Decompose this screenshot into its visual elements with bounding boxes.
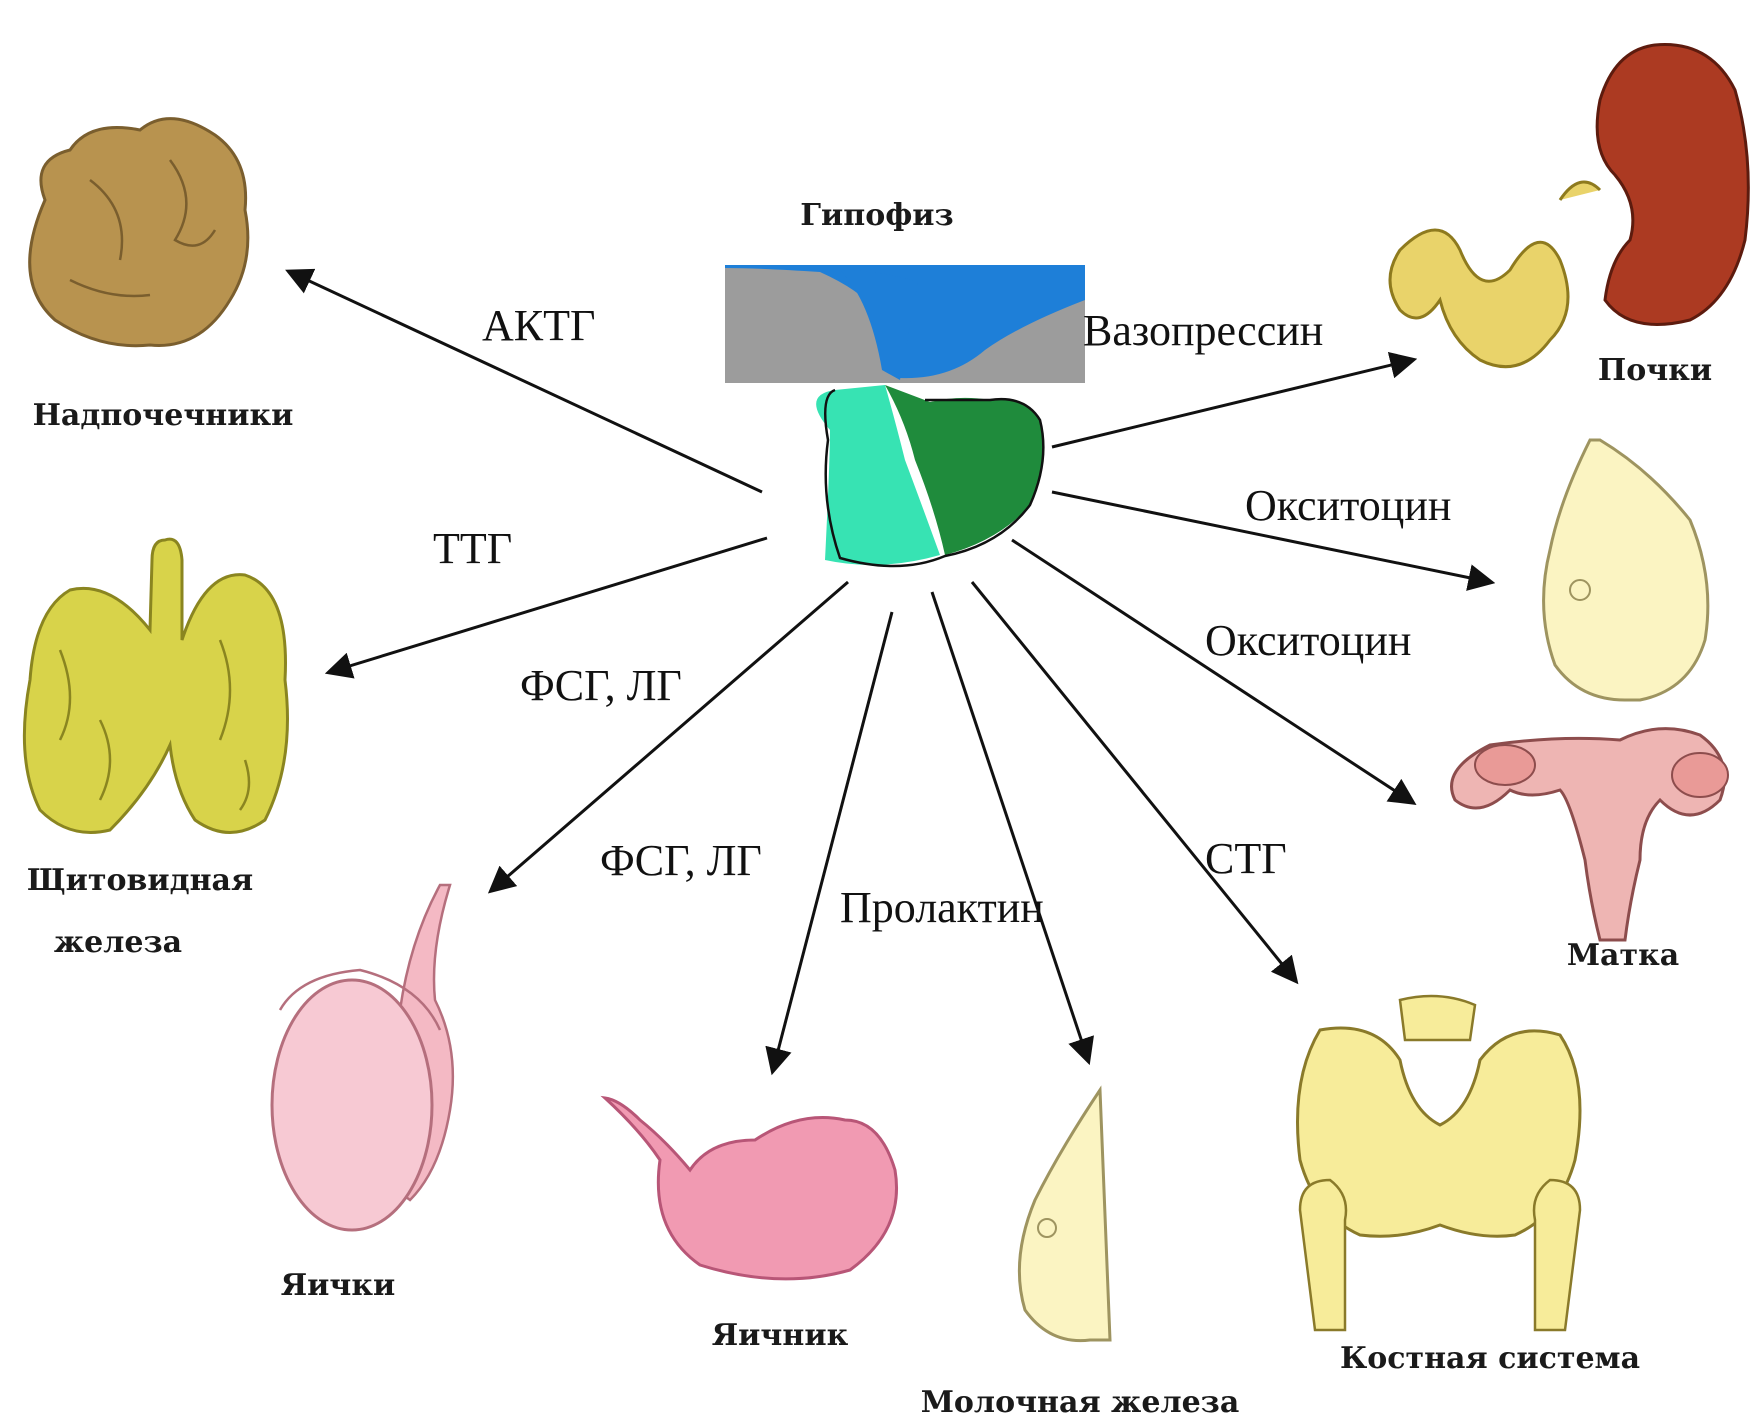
mammary-gland: Молочная железа [921, 1090, 1240, 1420]
arrow-prolactin [932, 592, 1088, 1060]
vertebra [1400, 996, 1475, 1040]
uterus-label: Матка [1567, 938, 1679, 973]
kidneys-label: Почки [1598, 353, 1712, 388]
hormone-oxytocin-2: Окситоцин [1205, 616, 1411, 665]
breast-shape-right [1544, 440, 1708, 700]
ovary-left-small [1475, 745, 1535, 785]
kidney-shape [1597, 45, 1748, 325]
hormone-fsh-lh-1: ФСГ, ЛГ [520, 661, 682, 710]
adrenal-shape [30, 119, 248, 346]
femur-right [1534, 1180, 1580, 1330]
hormone-fsh-lh-2: ФСГ, ЛГ [600, 836, 762, 885]
thyroid-label-line2: железа [54, 925, 182, 960]
hormone-acth: АКТГ [482, 301, 595, 350]
breast-right [1544, 440, 1708, 700]
arrow-oxytocin-uterus [1012, 540, 1412, 802]
uterus: Матка [1452, 729, 1728, 973]
arrow-fsh-lh-ovary [773, 612, 892, 1070]
ovary-shape [605, 1098, 897, 1279]
arrow-vasopressin [1052, 360, 1412, 447]
adrenal-gland: Надпочечники [30, 119, 294, 433]
hormone-vasopressin: Вазопрессин [1083, 306, 1323, 355]
breast-shape-bottom [1019, 1090, 1110, 1341]
ovary: Яичник [605, 1098, 897, 1353]
testes-label: Яички [281, 1268, 396, 1303]
hormone-oxytocin-1: Окситоцин [1245, 481, 1451, 530]
mammary-label: Молочная железа [921, 1385, 1240, 1420]
ovary-label: Яичник [712, 1318, 849, 1353]
thyroid-gland: Щитовидная железа [24, 539, 287, 960]
skeleton: Костная система [1298, 996, 1641, 1376]
pituitary-illustration: Гипофиз [725, 198, 1085, 566]
thyroid-label-line1: Щитовидная [27, 863, 253, 898]
testes: Яички [272, 885, 453, 1303]
hormone-stg: СТГ [1205, 834, 1287, 883]
hormone-labels: АКТГ ТТГ ФСГ, ЛГ ФСГ, ЛГ Пролактин СТГ О… [433, 301, 1451, 932]
testis-shape [272, 980, 432, 1230]
skeleton-label: Костная система [1340, 1341, 1640, 1376]
pituitary-label: Гипофиз [800, 198, 953, 233]
hormone-prolactin: Пролактин [840, 883, 1044, 932]
ovary-right-small [1672, 753, 1728, 797]
adrenal-label: Надпочечники [33, 398, 294, 433]
arrow-tsh [330, 538, 767, 672]
kidney: Почки [1390, 45, 1748, 388]
hormone-tsh: ТТГ [433, 524, 512, 573]
nephron-tubule [1390, 182, 1600, 367]
femur-left [1300, 1180, 1346, 1330]
